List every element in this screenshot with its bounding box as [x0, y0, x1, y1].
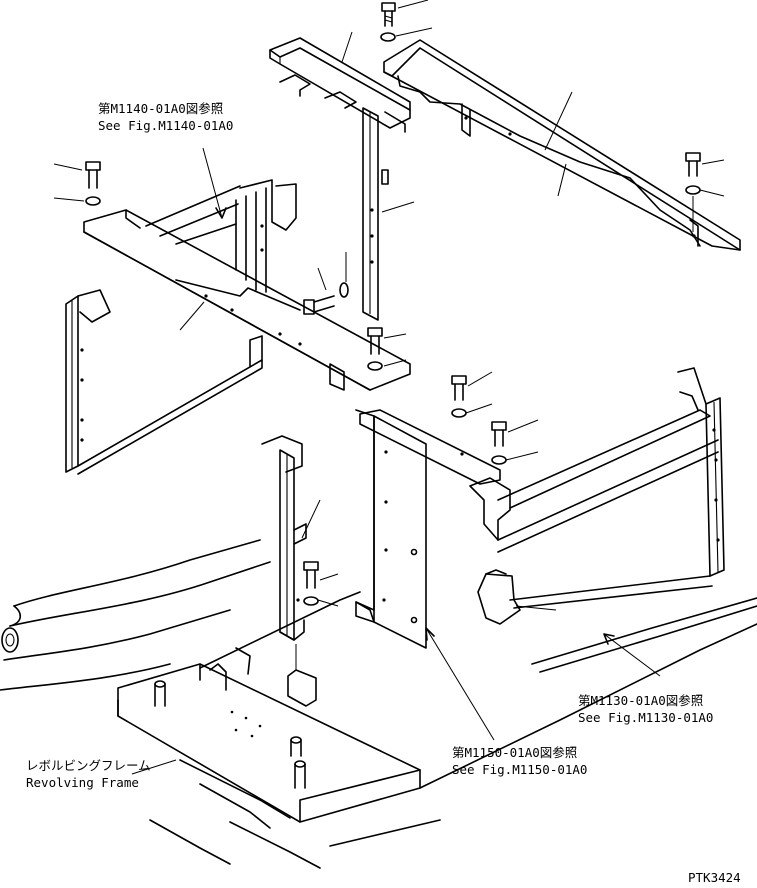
leader-bolt-right	[701, 159, 725, 165]
ref-m1130-jp: 第M1130-01A0図参照	[578, 693, 704, 708]
bottom-rail-b	[539, 605, 757, 673]
bolt-left	[85, 161, 101, 206]
left-frame	[65, 179, 411, 475]
leader-bolt-cr-a	[467, 371, 493, 387]
leader-bolt-center	[383, 333, 407, 339]
leader-washer-cr-b	[505, 451, 539, 461]
upper-right-rail	[383, 39, 741, 251]
ref-m1140-jp: 第M1140-01A0図参照	[98, 101, 224, 116]
leader-rail-b	[557, 163, 567, 197]
leader-m1150	[425, 627, 495, 741]
arrowhead-m1150	[425, 627, 435, 641]
leader-washer-right	[699, 189, 725, 197]
leader-lower-bracket	[301, 499, 321, 539]
leader-washer-top	[395, 27, 433, 37]
leader-m1130	[603, 633, 661, 677]
leader-t-bracket	[341, 31, 353, 63]
leader-washer-center	[383, 359, 407, 367]
leader-bolt-top	[397, 0, 429, 9]
leader-clamp	[515, 605, 557, 611]
ref-m1140-en: See Fig.M1140-01A0	[98, 118, 234, 133]
ref-m1150-jp: 第M1150-01A0図参照	[452, 745, 578, 760]
bolt-center-right-a	[451, 375, 467, 418]
upper-t-bracket	[269, 37, 411, 321]
leader-bolt-left	[53, 163, 83, 171]
arrowhead-m1130	[603, 633, 615, 645]
hose-pipes	[0, 539, 271, 691]
leader-washer-ll	[317, 599, 339, 607]
leader-bolt-ll	[319, 573, 339, 581]
leader-revolving-frame	[131, 759, 177, 775]
leader-washer-cr-a	[465, 403, 493, 414]
leader-bolt-mid	[317, 267, 327, 291]
clamp-bracket	[477, 569, 521, 625]
small-bracket	[287, 669, 317, 707]
revolving-frame-drawing	[117, 591, 757, 869]
revolving-frame-en: Revolving Frame	[26, 775, 139, 790]
drawing-code: PTK3424	[688, 870, 741, 885]
vertical-plate	[355, 409, 427, 649]
leader-m1140	[202, 147, 223, 219]
bolt-center	[367, 327, 383, 371]
leader-washer-left	[53, 197, 85, 202]
bolt-top	[380, 2, 396, 42]
arrowhead-m1140	[215, 207, 227, 219]
leader-left-frame	[179, 301, 205, 331]
bolt-lower-left	[303, 561, 319, 606]
ref-m1130-en: See Fig.M1130-01A0	[578, 710, 714, 725]
leader-rail-a	[544, 91, 573, 151]
lower-left-bracket	[261, 435, 307, 641]
bolt-center-right-b	[491, 421, 507, 465]
revolving-frame-jp: レボルビングフレーム	[26, 758, 151, 773]
leader-strap	[381, 201, 415, 213]
ref-m1150-en: See Fig.M1150-01A0	[452, 762, 588, 777]
leader-bolt-cr-b	[507, 419, 539, 433]
right-frame	[359, 367, 725, 609]
bolt-mid-horizontal	[303, 282, 349, 315]
bolt-right	[685, 152, 701, 195]
bottom-rail-a	[531, 597, 757, 665]
